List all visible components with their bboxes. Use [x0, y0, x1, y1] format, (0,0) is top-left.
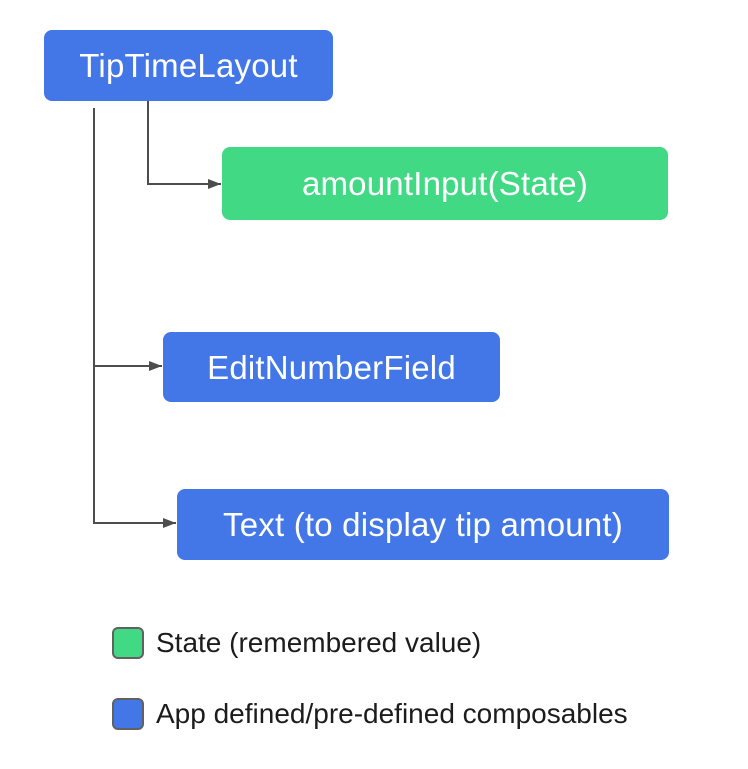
- node-amountinput-state: amountInput(State): [222, 147, 668, 220]
- legend-label-state: State (remembered value): [156, 627, 482, 658]
- legend-label-composables: App defined/pre-defined composables: [156, 698, 628, 729]
- node-text-tip-amount: Text (to display tip amount): [177, 489, 669, 560]
- state-color-swatch: [112, 627, 144, 659]
- node-editnumberfield: EditNumberField: [163, 332, 500, 402]
- composable-color-swatch: [112, 698, 144, 730]
- connector-tiptimelayout-to-text: [93, 108, 176, 528]
- node-tiptimelayout: TipTimeLayout: [44, 30, 333, 101]
- legend-item-state: State (remembered value): [112, 627, 481, 659]
- connector-tiptimelayout-to-amountinput: [147, 101, 221, 189]
- legend-item-composables: App defined/pre-defined composables: [112, 698, 628, 730]
